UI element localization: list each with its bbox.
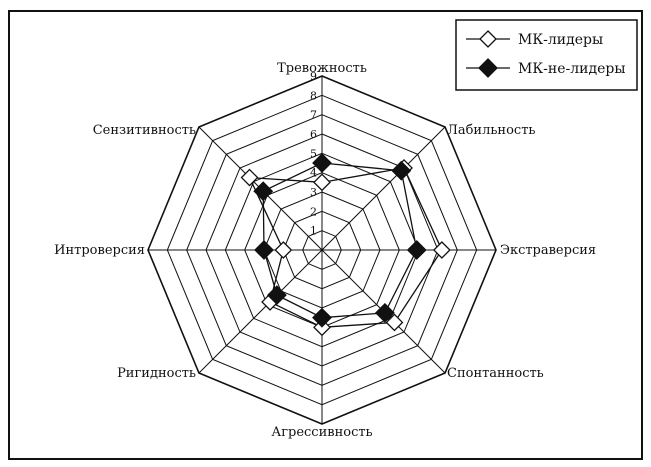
data-point — [432, 241, 451, 259]
data-point — [391, 160, 412, 181]
axis-spoke — [321, 126, 446, 251]
legend-marker-leaders — [479, 30, 497, 48]
data-point — [266, 285, 287, 306]
data-point — [312, 307, 332, 328]
data-point — [240, 168, 259, 187]
axis-label: Интроверсия — [54, 243, 145, 258]
data-point — [253, 181, 274, 202]
tick-label: 7 — [310, 109, 317, 122]
legend-box — [455, 19, 638, 91]
radial-ticks: 1 2 3 4 5 6 7 8 9 — [310, 70, 317, 238]
axis-label: Агрессивность — [271, 425, 372, 440]
tick-label: 4 — [310, 167, 317, 180]
data-point — [274, 241, 293, 259]
data-point — [254, 240, 274, 260]
axis-labels: Тревожность Лабильность Экстраверсия Спо… — [54, 61, 596, 440]
data-point — [406, 240, 427, 260]
tick-label: 2 — [310, 205, 317, 218]
axis-label: Экстраверсия — [500, 243, 596, 258]
axis-label: Тревожность — [277, 61, 367, 76]
tick-label: 5 — [310, 147, 317, 160]
data-point — [385, 313, 404, 332]
legend-label-leaders: МК-лидеры — [518, 32, 603, 48]
tick-label: 6 — [310, 128, 317, 141]
legend-marker-nonleaders — [478, 58, 498, 78]
tick-label: 8 — [310, 89, 317, 102]
axis-label: Ригидность — [117, 366, 196, 381]
data-point — [313, 173, 331, 192]
series-layer — [240, 153, 451, 337]
tick-label: 3 — [310, 186, 317, 199]
axis-label: Лабильность — [447, 123, 535, 138]
axis-label: Сензитивность — [93, 123, 196, 138]
legend: МК-лидеры МК-не-лидеры — [455, 19, 638, 91]
axis-spoke — [198, 249, 323, 374]
axis-label: Спонтанность — [447, 366, 544, 381]
data-point — [374, 302, 395, 323]
tick-label: 1 — [310, 225, 317, 238]
tick-label: 9 — [310, 70, 317, 83]
data-point — [312, 153, 332, 173]
legend-label-nonleaders: МК-не-лидеры — [518, 61, 625, 77]
